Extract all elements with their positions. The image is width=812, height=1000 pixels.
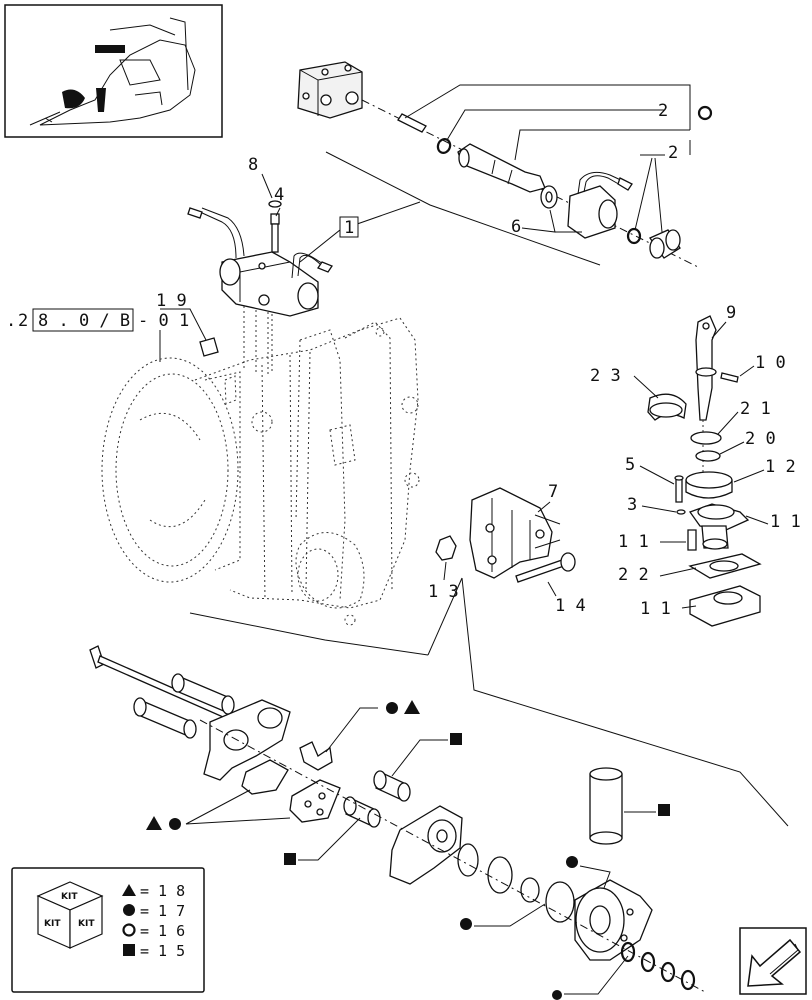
ring-icon (122, 923, 136, 937)
kit-word-left: KIT (44, 919, 61, 929)
legend-text: = 1 7 (140, 902, 185, 920)
callout-label: 1 1 (618, 532, 649, 552)
callout-20: 2 0 (719, 429, 776, 455)
callout-9: 9 (711, 303, 736, 339)
section-leader-line (189, 577, 789, 827)
callout-10: 1 0 (739, 353, 786, 377)
callout-14: 1 4 (547, 581, 586, 616)
circle-icon (123, 904, 135, 916)
callout-23: 2 3 (590, 366, 659, 399)
callout-label: 1 1 (770, 512, 801, 532)
ref-boxed-label: 8 . 0 / B (38, 311, 130, 331)
kit-legend: KIT KIT KIT = 1 8 = 1 7 = 1 6 = 1 5 (11, 867, 205, 993)
valve-assembly (187, 200, 333, 374)
callout-label: 5 (625, 455, 635, 475)
legend-text: = 1 6 (140, 922, 185, 940)
callout-5: 5 (625, 455, 675, 485)
ref-number: 2 (18, 311, 28, 331)
callout-7: 7 (537, 482, 558, 513)
callout-label: 1 2 (765, 457, 796, 477)
callout-label: 1 0 (755, 353, 786, 373)
ref-suffix: - 0 1 (138, 311, 189, 331)
callout-6: 6 (511, 209, 582, 237)
callout-label: 1 (344, 218, 354, 238)
callout-3: 3 (627, 495, 677, 515)
callout-label: 1 1 (640, 599, 671, 619)
callout-label: 3 (627, 495, 637, 515)
callout-1-boxed: 1 (299, 151, 601, 266)
kit-cube-icon: KIT KIT KIT (36, 881, 104, 949)
right-assembly (647, 315, 762, 627)
callout-11-upper-right: 1 1 (745, 512, 801, 532)
callout-label: 2 (668, 143, 678, 163)
callout-21: 2 1 (717, 399, 771, 435)
callout-11-left: 1 1 (618, 532, 686, 552)
bracket-assembly (435, 487, 576, 583)
kit-callout-square-left (284, 817, 361, 865)
transmission-thumbnail[interactable] (4, 4, 223, 138)
kit-word-right: KIT (78, 919, 95, 929)
transmission-housing (101, 317, 420, 626)
kit-callout-circle-triangle-top (325, 700, 420, 753)
kit-callout-square-middle (391, 733, 462, 777)
callout-label: 9 (726, 303, 736, 323)
kit-callout-square-right (624, 804, 670, 816)
callout-19: 1 9 (156, 291, 219, 357)
triangle-icon (122, 884, 136, 896)
callout-label: 2 0 (745, 429, 776, 449)
kit-callout-circle-a (566, 856, 611, 889)
lower-exploded-assembly (89, 645, 706, 993)
top-exploded-group (297, 61, 701, 269)
kit-callout-triangle-circle-left (146, 789, 291, 830)
callout-label: 1 3 (428, 582, 459, 602)
callout-label: 1 9 (156, 291, 187, 311)
legend-text: = 1 5 (140, 942, 185, 960)
callout-label: 2 2 (618, 565, 649, 585)
kit-word-top: KIT (61, 892, 78, 902)
legend-row-circle: = 1 7 (123, 902, 185, 920)
legend-row-ring: = 1 6 (122, 922, 185, 940)
arrow-back-icon[interactable] (739, 927, 807, 995)
callout-label: 4 (274, 185, 284, 205)
callout-2-lower: 2 (634, 140, 691, 233)
callout-label: 6 (511, 217, 521, 237)
kit-callout-circle-c (552, 955, 629, 1000)
callout-8: 8 (248, 155, 273, 199)
callout-label: 2 (658, 101, 668, 121)
callout-2-upper: 2 (404, 84, 713, 161)
reference-callout: . 2 8 . 0 / B - 0 1 (6, 308, 189, 362)
legend-text: = 1 8 (140, 882, 185, 900)
callout-label: 7 (548, 482, 558, 502)
callout-4: 4 (274, 185, 284, 217)
callout-label: 1 4 (555, 596, 586, 616)
ring-symbol (697, 105, 713, 121)
legend-row-triangle: = 1 8 (122, 882, 185, 900)
callout-label: 8 (248, 155, 258, 175)
ref-prefix: . (6, 311, 16, 331)
callout-12: 1 2 (733, 457, 796, 483)
kit-callout-circle-b (460, 903, 546, 930)
callout-22: 2 2 (618, 565, 697, 585)
legend-row-square: = 1 5 (123, 942, 185, 960)
callout-label: 2 1 (740, 399, 771, 419)
callout-11-lower: 1 1 (640, 599, 697, 619)
callout-label: 2 3 (590, 366, 621, 386)
callout-13: 1 3 (428, 561, 459, 602)
square-icon (123, 944, 135, 956)
